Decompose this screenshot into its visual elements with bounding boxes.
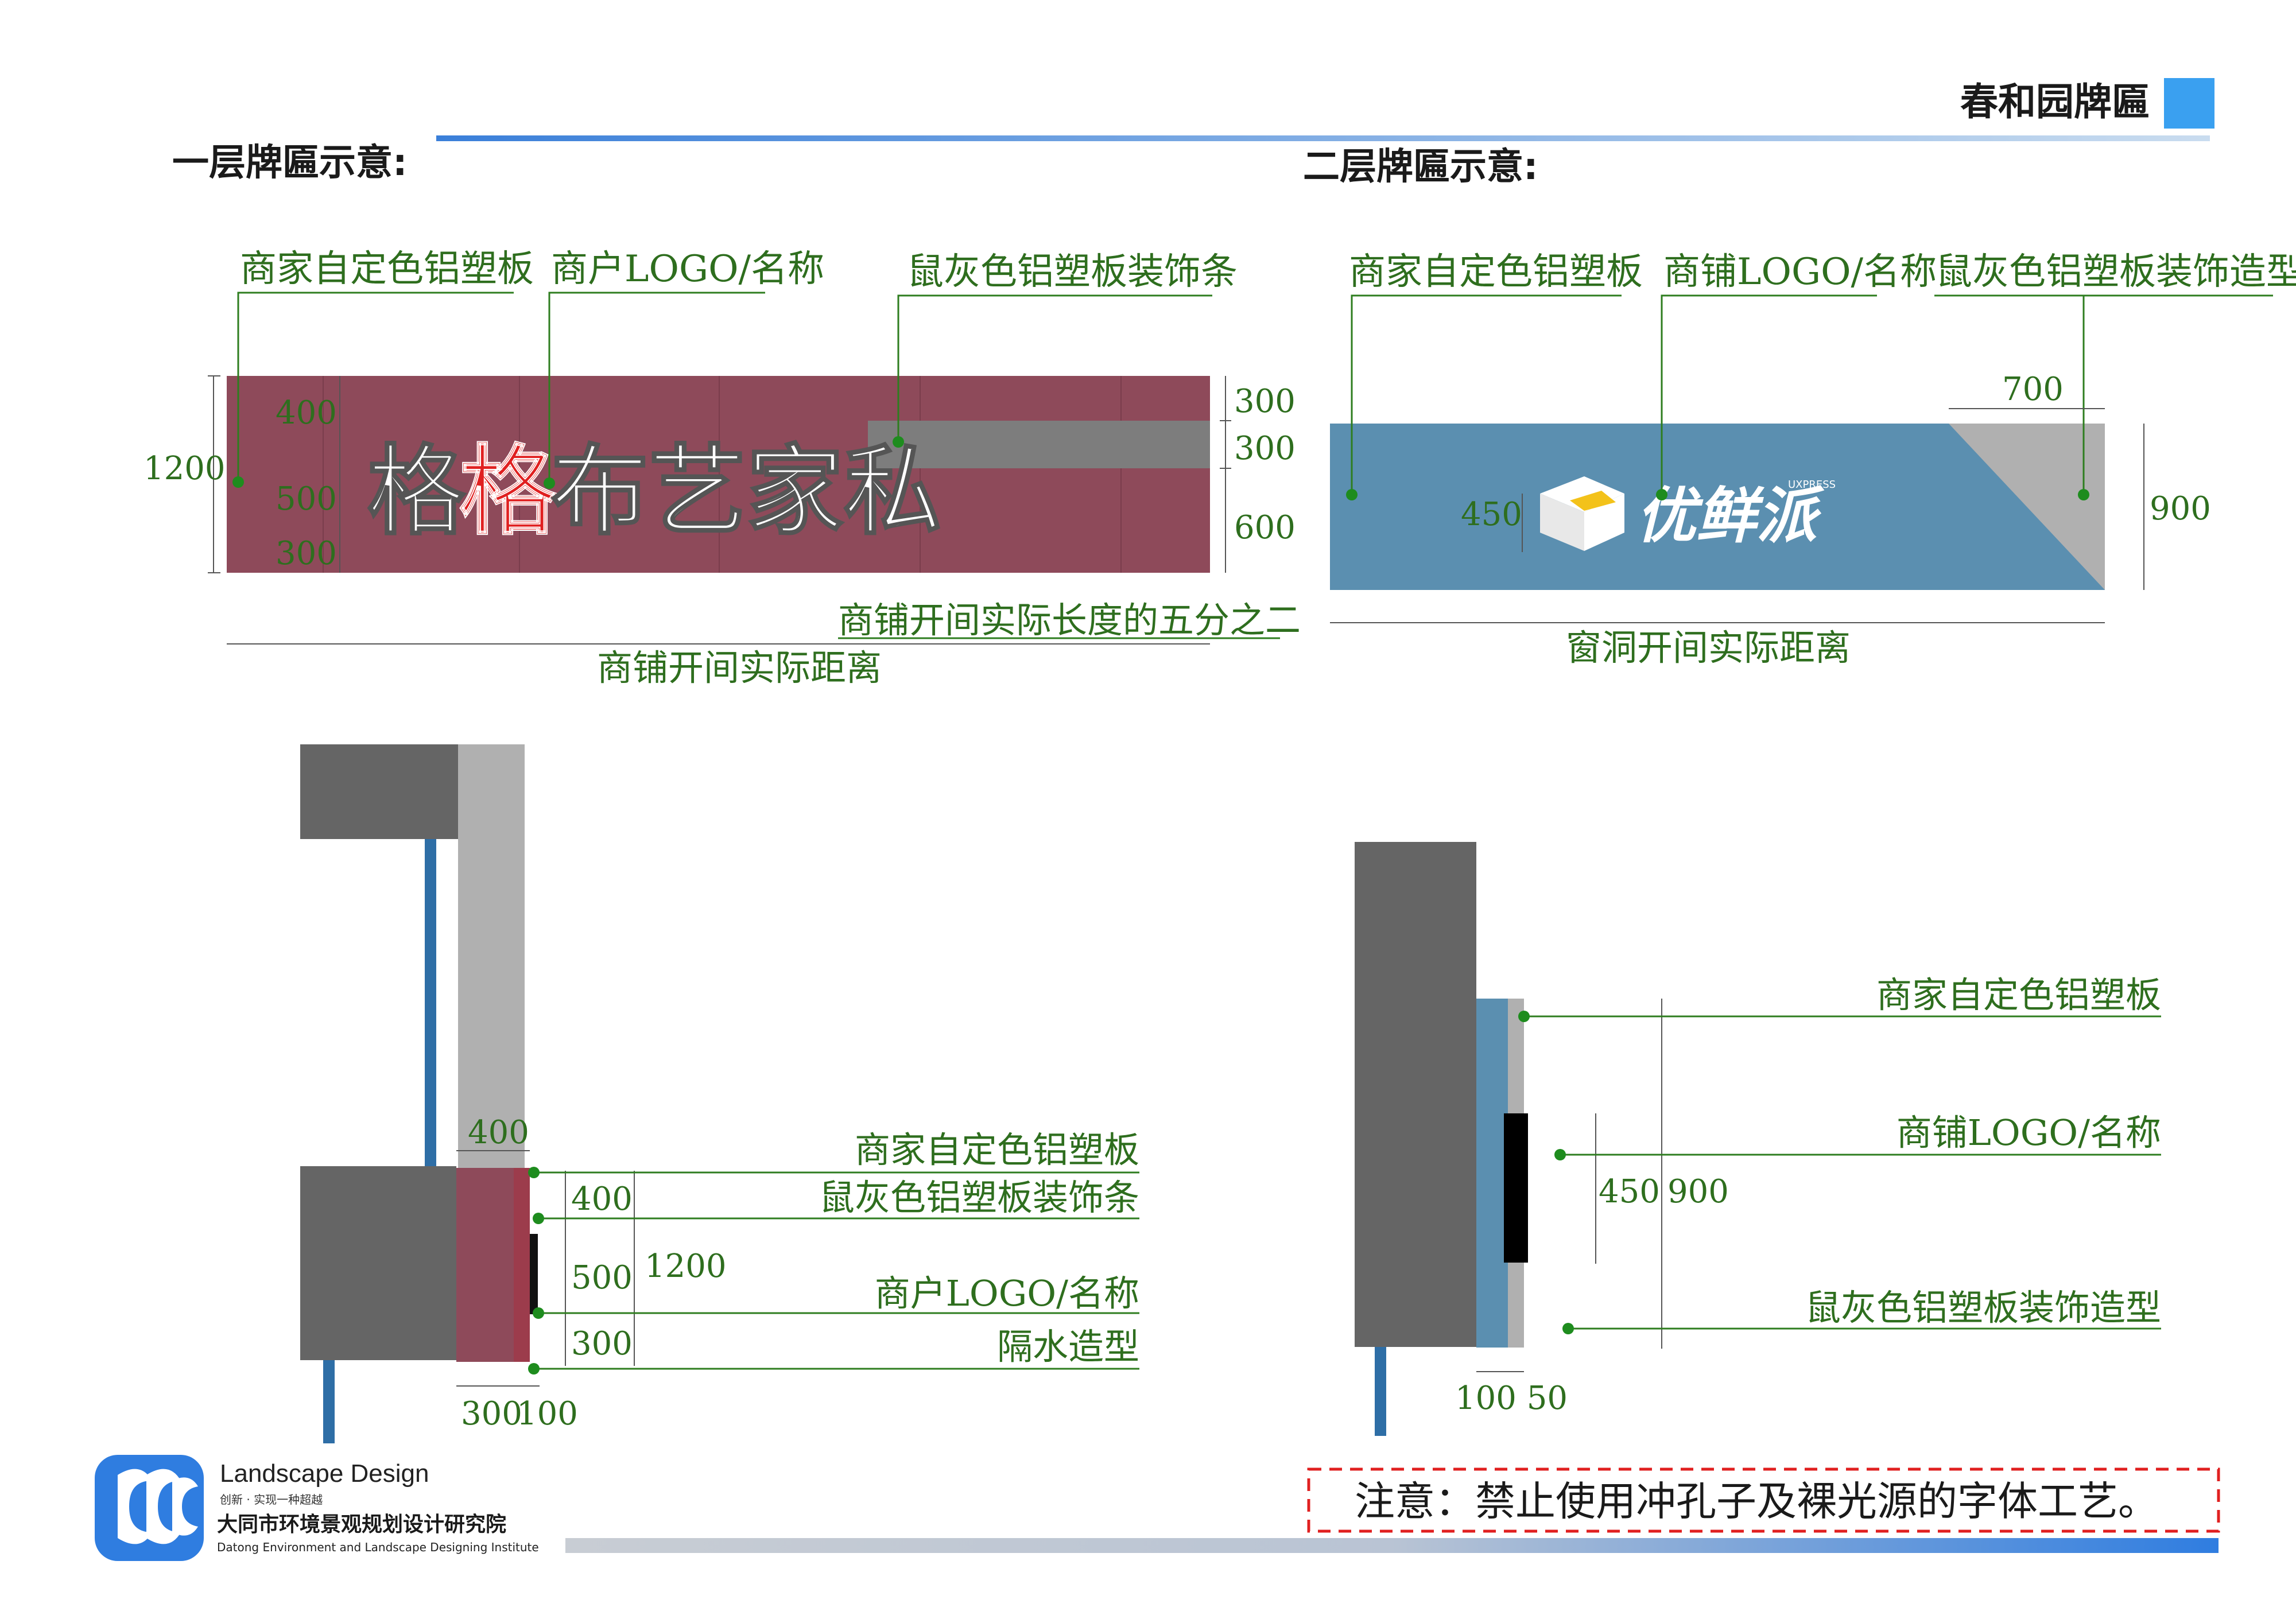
callout-logo: 商铺LOGO/名称 (1663, 251, 1937, 293)
floor2-gray-triangle (1949, 424, 2105, 590)
leader-panel (1351, 294, 1622, 495)
dim-right-2: 300 (1234, 430, 1296, 467)
note-strip-length: 商铺开间实际长度的五分之二 (838, 599, 1301, 641)
sign-char-1: 格 (367, 435, 466, 549)
logo-section (530, 1234, 538, 1314)
callout-water: 隔水造型 (997, 1326, 1139, 1368)
logo-text: 优鲜派 (1636, 481, 1825, 551)
notice-text: 注意：禁止使用冲孔子及裸光源的字体工艺。 (1355, 1478, 2158, 1525)
leader-dot (544, 477, 555, 489)
callout-logo: 商户LOGO/名称 (551, 248, 824, 290)
header-bar (436, 135, 2210, 141)
dim-right-1: 300 (1234, 383, 1296, 420)
dim-left-bot: 300 (276, 535, 337, 572)
dim-500: 500 (571, 1259, 633, 1296)
window-frame-upper (425, 839, 436, 1166)
header-accent-square (2164, 78, 2214, 129)
footer-bar (565, 1538, 2219, 1553)
logo-section (1504, 1113, 1528, 1263)
institute-logo-icon (95, 1455, 204, 1561)
dim-400: 400 (571, 1181, 633, 1218)
callout-shape: 鼠灰色铝塑板装饰造型 (1805, 1287, 2161, 1329)
brand-en: Landscape Design (220, 1459, 429, 1488)
signboard-face (514, 1168, 530, 1362)
dim-bottom: 100 50 (1455, 1380, 1568, 1417)
signboard-section (1476, 999, 1508, 1348)
dim-450: 450 (1599, 1173, 1660, 1210)
org-cn: 大同市环境景观规划设计研究院 (217, 1513, 506, 1536)
floor1-title: 一层牌匾示意: (172, 142, 408, 184)
dim-left-top: 400 (276, 394, 337, 432)
lower-slab (300, 1166, 456, 1360)
floor1-front-elevation: 格 格 布艺家私 商家自定色铝塑板 商户LOGO/名称 鼠灰色铝塑板装饰条 12… (144, 248, 1301, 689)
floor2-title: 二层牌匾示意: (1303, 146, 1538, 188)
leader-dot (1346, 489, 1358, 500)
dim-900: 900 (2150, 490, 2211, 527)
floor1-gray-strip (868, 421, 1210, 468)
leader-panel (237, 292, 514, 482)
panel-seams (323, 376, 1122, 573)
callout-shape: 鼠灰色铝塑板装饰造型 (1936, 251, 2296, 293)
dim-900: 900 (1667, 1173, 1729, 1210)
org-en: Datong Environment and Landscape Designi… (217, 1540, 539, 1554)
leader-dot (893, 436, 904, 448)
dim-bottom-300: 300 (461, 1395, 522, 1432)
dim-450: 450 (1461, 496, 1522, 533)
callout-panel: 商家自定色铝塑板 (240, 248, 534, 290)
dim-top-400: 400 (468, 1114, 529, 1151)
callout-strip: 鼠灰色铝塑板装饰条 (907, 251, 1238, 293)
page-footer: Landscape Design 创新 · 实现一种超越 大同市环境景观规划设计… (95, 1455, 2219, 1561)
callout-panel: 商家自定色铝塑板 (1349, 251, 1643, 293)
slogan: 创新 · 实现一种超越 (220, 1493, 323, 1506)
page-title: 春和园牌匾 (1960, 80, 2150, 124)
page-header: 春和园牌匾 (436, 78, 2214, 141)
leader-dot (2078, 489, 2089, 500)
floor2-section: 450 900 商家自定色铝塑板 商铺LOGO/名称 鼠灰色铝塑板装饰造型 10… (1355, 842, 2161, 1436)
dim-bottom-100: 100 (517, 1395, 578, 1432)
logo-sub: UXPRESS (1788, 479, 1836, 491)
sign-text-rest: 布艺家私 (551, 435, 941, 549)
leader-strip (897, 294, 1212, 442)
leader-logo (548, 292, 765, 483)
callout-logo: 商户LOGO/名称 (875, 1272, 1139, 1314)
upper-wall (458, 744, 525, 1168)
floor1-section: 400 400 500 300 1200 商家自定色铝塑板 鼠灰色铝塑板装饰条 … (300, 744, 1139, 1443)
upper-slab (300, 744, 458, 839)
wall-slab (1355, 842, 1476, 1347)
dim-1200: 1200 (645, 1248, 727, 1285)
note-width: 商铺开间实际距离 (597, 647, 882, 689)
leader-dot (1656, 489, 1667, 500)
sign-char-2: 格 (459, 435, 558, 549)
leader-logo (1661, 294, 1877, 495)
callout-panel: 商家自定色铝塑板 (1876, 974, 2161, 1016)
callout-logo: 商铺LOGO/名称 (1896, 1112, 2161, 1154)
window-frame-lower (1375, 1347, 1386, 1436)
callout-strip: 鼠灰色铝塑板装饰条 (819, 1177, 1139, 1218)
floor1-signboard-panel (227, 376, 1210, 573)
dim-total: 1200 (144, 450, 226, 487)
callout-panel: 商家自定色铝塑板 (855, 1129, 1139, 1171)
floor2-front-elevation: 优鲜派 UXPRESS 商家自定色铝塑板 商铺LOGO/名称 鼠灰色铝塑板装饰造… (1330, 251, 2296, 669)
notice-box: 注意：禁止使用冲孔子及裸光源的字体工艺。 (1307, 1467, 2220, 1533)
dim-700: 700 (2002, 371, 2064, 408)
dim-300: 300 (571, 1325, 633, 1362)
dim-right-3: 600 (1234, 509, 1296, 546)
window-frame-lower (323, 1360, 335, 1443)
note-width: 窗洞开间实际距离 (1566, 627, 1851, 669)
youxianpai-logo: 优鲜派 UXPRESS (1540, 476, 1836, 551)
leader-dot (232, 476, 244, 488)
dim-left-mid: 500 (276, 480, 337, 518)
notice-border (1307, 1467, 2220, 1533)
